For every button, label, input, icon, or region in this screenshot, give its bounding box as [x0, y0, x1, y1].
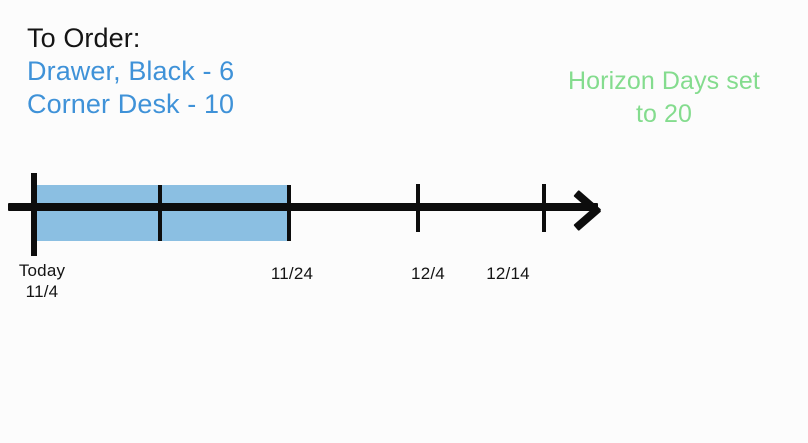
today-label-text: Today — [18, 261, 66, 280]
tick-12-14 — [542, 184, 546, 232]
timeline-axis-line — [8, 203, 598, 211]
tick-today — [31, 173, 37, 256]
today-date-text: 11/4 — [25, 282, 59, 301]
timeline-arrow-icon — [573, 186, 610, 232]
order-item-drawer-black: Drawer, Black - 6 — [27, 56, 235, 86]
order-item-corner-desk: Corner Desk - 10 — [27, 89, 235, 119]
horizon-coverage-bar — [36, 185, 289, 241]
tick-midpoint — [158, 185, 162, 241]
timeline-label-12-4: 12/4 — [411, 264, 445, 283]
to-order-heading: To Order: — [27, 23, 141, 53]
timeline-label-11-24: 11/24 — [270, 264, 314, 283]
timeline-label-today: Today 11/4 — [4, 260, 80, 302]
order-horizon-timeline: Today 11/4 11/24 12/4 12/14 — [0, 160, 808, 320]
timeline-label-12-14: 12/14 — [486, 264, 530, 283]
horizon-note-line-1: Horizon Days set — [568, 67, 760, 95]
tick-11-24 — [287, 185, 291, 241]
tick-12-4 — [416, 184, 420, 232]
to-order-panel: To Order: Drawer, Black - 6 Corner Desk … — [27, 22, 447, 121]
horizon-note-line-2: to 20 — [635, 100, 693, 128]
horizon-days-note: Horizon Days set to 20 — [520, 65, 808, 131]
